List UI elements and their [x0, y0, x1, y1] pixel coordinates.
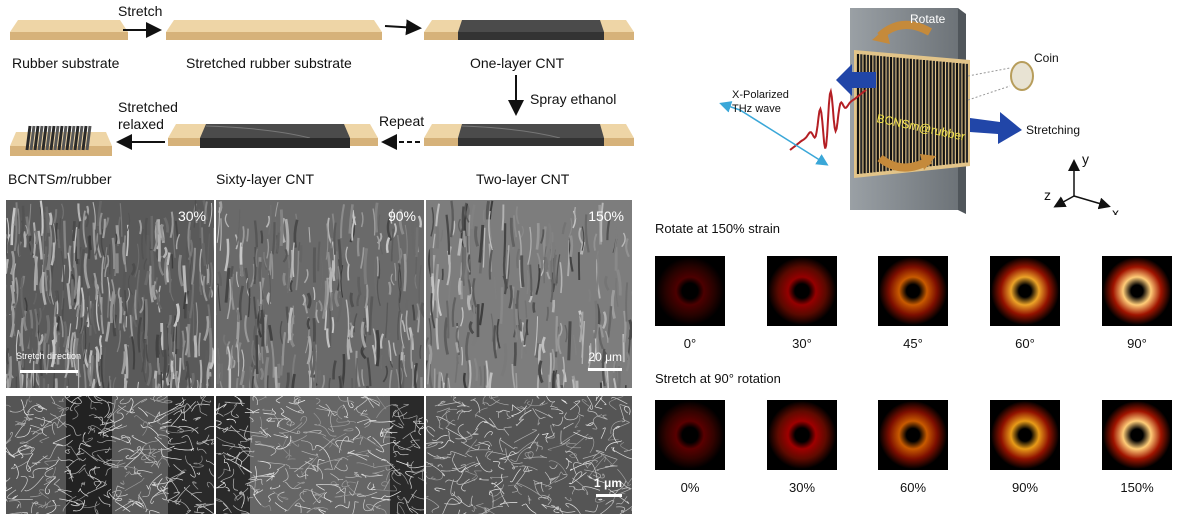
thz-image-caption: 90° — [1127, 336, 1147, 351]
thz-image-caption: 60° — [1015, 336, 1035, 351]
sem-image-30-percent: 30% Stretch direction — [6, 200, 214, 388]
one-layer-cnt-slab — [424, 20, 634, 40]
thz-image — [990, 400, 1060, 470]
stretch-direction-label: Stretch direction — [16, 351, 82, 361]
label-final-product: BCNTSm/rubber — [8, 171, 112, 187]
thz-image — [1102, 256, 1172, 326]
thz-image-caption: 90% — [1011, 480, 1039, 495]
thz-image-caption: 60% — [899, 480, 927, 495]
arrow-to-one-layer — [384, 19, 422, 36]
label-sixty-layer-cnt: Sixty-layer CNT — [216, 171, 314, 187]
stretch-arrow-right — [970, 112, 1022, 144]
scale-bar-top — [588, 368, 622, 371]
bcns-rubber-sample — [854, 50, 970, 178]
thz-setup-schematic: BCNSm@rubber Rotate Stretching Coin X-Po… — [719, 8, 1119, 215]
thz-image — [767, 256, 837, 326]
sem-image-90-percent: 90% — [216, 200, 424, 388]
thz-image-caption: 30% — [788, 480, 816, 495]
thz-label-line2: THz wave — [732, 103, 781, 115]
stretching-label: Stretching — [1026, 123, 1080, 137]
thz-image — [767, 400, 837, 470]
label-repeat: Repeat — [379, 113, 424, 129]
thz-label-line1: X-Polarized — [732, 89, 789, 101]
coordinate-axes — [1053, 159, 1111, 210]
strain-label-30: 30% — [177, 208, 206, 224]
rotate-label: Rotate — [910, 12, 946, 26]
thz-image-caption: 45° — [903, 336, 923, 351]
coin-label: Coin — [1034, 51, 1059, 65]
thz-image — [1102, 400, 1172, 470]
label-stretched-rubber-substrate: Stretched rubber substrate — [186, 55, 352, 71]
label-stretch: Stretch — [118, 3, 162, 19]
fabrication-process-schematic: Rubber substrate Stretch Stretched rubbe… — [8, 3, 634, 187]
thz-image — [990, 256, 1060, 326]
thz-image — [878, 400, 948, 470]
label-rubber-substrate: Rubber substrate — [12, 55, 120, 71]
sem-zoom-30-percent — [6, 396, 214, 514]
axis-z-label: z — [1044, 187, 1051, 203]
stretch-direction-bar — [20, 370, 78, 373]
stretched-rubber-slab — [166, 20, 382, 40]
scale-bar-bottom — [596, 494, 622, 497]
label-stretched: Stretched — [118, 99, 178, 115]
thz-image-caption: 0% — [680, 480, 700, 495]
sem-zoom-150-percent: 1 μm — [426, 396, 632, 514]
sixty-layer-cnt-slab — [168, 124, 378, 148]
axis-y-label: y — [1082, 151, 1089, 167]
rubber-substrate-slab — [10, 20, 128, 40]
stretch-arrow-left — [836, 64, 876, 96]
sem-zoom-90-percent — [216, 396, 424, 514]
polarization-arrow — [719, 101, 741, 113]
label-two-layer-cnt: Two-layer CNT — [476, 171, 570, 187]
final-bcnts-rubber-slab — [10, 125, 112, 156]
thz-image — [878, 256, 948, 326]
label-spray-ethanol: Spray ethanol — [530, 91, 616, 107]
scale-bar-label-top: 20 μm — [588, 350, 622, 364]
strain-label-150: 150% — [588, 208, 624, 224]
thz-image-caption: 0° — [683, 336, 697, 351]
thz-image-caption: 150% — [1120, 480, 1154, 495]
axis-x-label: x — [1112, 205, 1119, 215]
scale-bar-label-bottom: 1 μm — [593, 476, 622, 490]
thz-image — [655, 400, 725, 470]
label-relaxed: relaxed — [118, 116, 164, 132]
thz-image-caption: 30° — [792, 336, 812, 351]
thz-pulse — [789, 87, 867, 151]
stretch-row-title: Stretch at 90° rotation — [655, 371, 781, 386]
label-one-layer-cnt: One-layer CNT — [470, 55, 565, 71]
sem-image-150-percent: 150% 20 μm — [426, 200, 632, 388]
strain-label-90: 90% — [387, 208, 416, 224]
coin-icon — [1010, 61, 1034, 91]
thz-image — [655, 256, 725, 326]
two-layer-cnt-slab — [424, 124, 634, 146]
rotate-row-title: Rotate at 150% strain — [655, 221, 781, 236]
